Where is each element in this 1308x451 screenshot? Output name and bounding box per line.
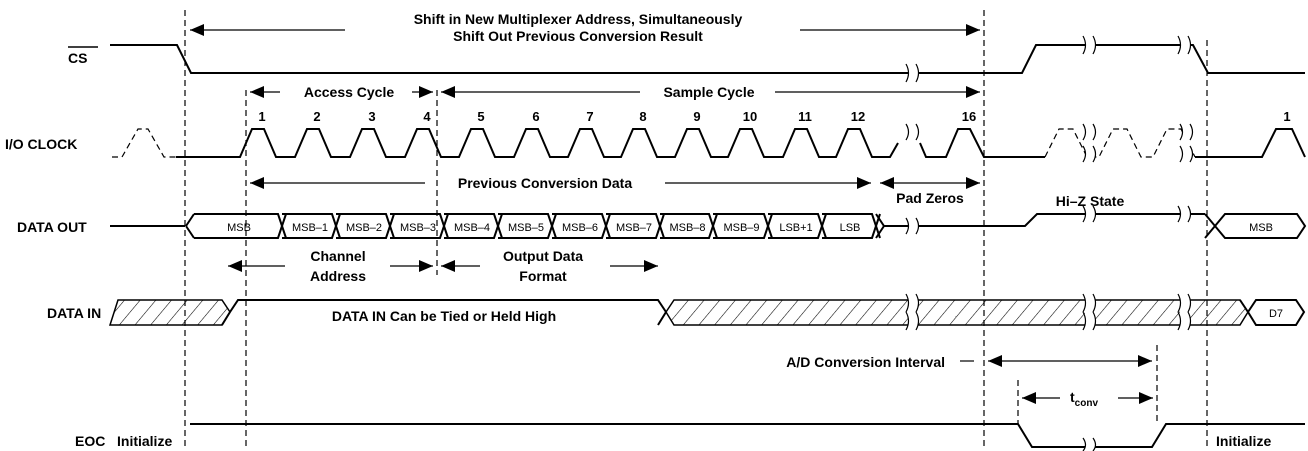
data-out-cell-edge bbox=[282, 213, 341, 239]
clock-numbers: 1 2 3 4 5 6 7 8 9 10 11 12 16 1 bbox=[258, 109, 1290, 124]
data-in-dontcare-left bbox=[108, 299, 231, 326]
signal-labels: CS I/O CLOCK DATA OUT DATA IN EOC bbox=[5, 46, 105, 449]
annotation-arrows: Shift in New Multiplexer Address, Simult… bbox=[190, 11, 1158, 425]
channel-address-line2: Address bbox=[310, 268, 366, 284]
cs-label: CS bbox=[68, 50, 87, 66]
data-out-cell-edge bbox=[768, 213, 827, 239]
data-out-cell-edge bbox=[336, 213, 395, 239]
data-out-bit: MSB bbox=[227, 222, 251, 234]
clock-num-6: 6 bbox=[532, 109, 539, 124]
t-conv-label: tconv bbox=[1070, 389, 1098, 409]
eoc-waveform: Initialize Initialize bbox=[117, 423, 1305, 451]
data-out-cell-edge bbox=[444, 213, 503, 239]
data-in-bit-d7: D7 bbox=[1269, 308, 1283, 320]
data-out-bit: MSB–2 bbox=[346, 222, 382, 234]
clock-num-9: 9 bbox=[693, 109, 700, 124]
data-out-cell-edge bbox=[660, 213, 718, 239]
data-out-cell-edge bbox=[552, 213, 611, 239]
data-out-bit: LSB+1 bbox=[779, 222, 812, 234]
clock-num-4: 4 bbox=[423, 109, 431, 124]
clock-num-11: 11 bbox=[798, 109, 812, 124]
data-out-cell-edge bbox=[606, 213, 665, 239]
data-out-bit: MSB–4 bbox=[454, 222, 490, 234]
data-out-bit: MSB–3 bbox=[400, 222, 436, 234]
cs-waveform bbox=[110, 35, 1305, 83]
data-out-bit: MSB–1 bbox=[292, 222, 328, 234]
clock-num-2: 2 bbox=[313, 109, 320, 124]
clock-num-3: 3 bbox=[368, 109, 375, 124]
data-out-cell-edge bbox=[282, 213, 341, 239]
data-out-cell-edge bbox=[194, 213, 287, 239]
clock-num-12: 12 bbox=[851, 109, 865, 124]
initialize-left: Initialize bbox=[117, 433, 172, 449]
data-out-cell-edge bbox=[713, 213, 773, 239]
data-out-cell-edge bbox=[606, 213, 665, 239]
data-out-bit: MSB–6 bbox=[562, 222, 598, 234]
data-out-label: DATA OUT bbox=[17, 219, 87, 235]
data-out-cell-edge bbox=[768, 213, 827, 239]
hi-z-state-label: Hi–Z State bbox=[1056, 193, 1125, 209]
data-out-waveform: MSB MSB MSB–1 MSB–2 MSB–3 MSB–4 MSB–5 MSB–6 MSB… bbox=[110, 205, 1307, 239]
data-out-cell-edge bbox=[444, 213, 503, 239]
previous-conversion-data-label: Previous Conversion Data bbox=[458, 175, 632, 191]
data-in-label: DATA IN bbox=[47, 305, 101, 321]
data-out-cell-edge bbox=[552, 213, 611, 239]
io-clock-label: I/O CLOCK bbox=[5, 136, 77, 152]
data-out-cell-edge bbox=[822, 213, 881, 239]
data-out-cell-edge bbox=[822, 213, 881, 239]
data-out-bit: MSB–8 bbox=[669, 222, 705, 234]
ad-conversion-interval-label: A/D Conversion Interval bbox=[786, 354, 945, 370]
data-out-cell-edge bbox=[498, 213, 557, 239]
channel-address-line1: Channel bbox=[310, 248, 365, 264]
data-in-dontcare-right bbox=[665, 299, 1249, 326]
data-out-cell-edge bbox=[390, 213, 449, 239]
data-out-cell-edge bbox=[390, 213, 449, 239]
data-out-cell-edge bbox=[498, 213, 557, 239]
data-out-cell-edge bbox=[336, 213, 395, 239]
access-cycle-label: Access Cycle bbox=[304, 84, 395, 100]
clock-num-16: 16 bbox=[962, 109, 976, 124]
clock-num-8: 8 bbox=[639, 109, 646, 124]
data-out-cell-edge bbox=[194, 213, 287, 239]
io-clock-pulse-next-1 bbox=[1195, 128, 1306, 158]
io-clock-pulse-16 bbox=[919, 128, 1045, 158]
output-data-format-line2: Format bbox=[519, 268, 567, 284]
reference-lines bbox=[184, 10, 1208, 448]
data-out-bit: LSB bbox=[840, 222, 861, 234]
data-out-cell-edge bbox=[713, 213, 773, 239]
initialize-right: Initialize bbox=[1216, 433, 1271, 449]
output-data-format-line1: Output Data bbox=[503, 248, 583, 264]
sample-cycle-label: Sample Cycle bbox=[663, 84, 754, 100]
clock-num-1-next: 1 bbox=[1283, 109, 1290, 124]
clock-num-5: 5 bbox=[477, 109, 484, 124]
shift-note-line2: Shift Out Previous Conversion Result bbox=[453, 28, 703, 44]
io-clock-waveform bbox=[112, 122, 1306, 163]
data-out-bit-msb-next: MSB bbox=[1249, 222, 1273, 234]
shift-note-line1: Shift in New Multiplexer Address, Simult… bbox=[414, 11, 743, 27]
data-out-cell-edge bbox=[660, 213, 718, 239]
clock-num-1: 1 bbox=[258, 109, 265, 124]
io-clock-pulses-1-12 bbox=[236, 128, 899, 158]
data-out-bit: MSB–9 bbox=[723, 222, 759, 234]
data-out-bit: MSB–7 bbox=[616, 222, 652, 234]
data-in-tied-note: DATA IN Can be Tied or Held High bbox=[332, 308, 556, 324]
eoc-label: EOC bbox=[75, 433, 105, 449]
pad-zeros-label: Pad Zeros bbox=[896, 190, 964, 206]
data-out-bit: MSB–5 bbox=[508, 222, 544, 234]
data-in-waveform: D7 DATA IN Can be Tied or Held High bbox=[108, 293, 1306, 331]
clock-num-7: 7 bbox=[586, 109, 593, 124]
clock-num-10: 10 bbox=[743, 109, 757, 124]
